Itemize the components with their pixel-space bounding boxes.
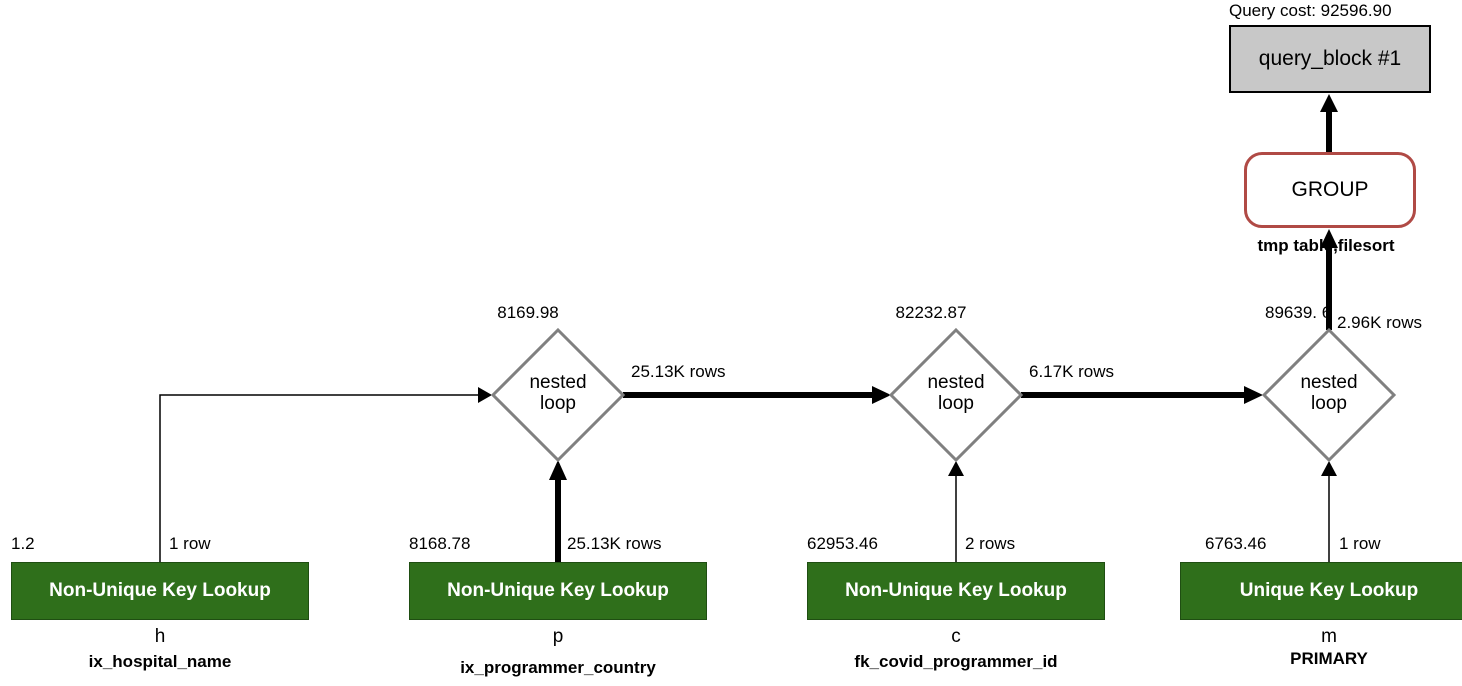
lookup-h-label: Non-Unique Key Lookup [49, 580, 271, 601]
lookup-h-table: h [154, 626, 166, 647]
lookup-c-rows: 2 rows [965, 534, 1016, 553]
edge-h-to-loop1 [159, 394, 478, 562]
nested-loop-diamond-1 [490, 327, 626, 463]
loop1-label-line1: nested [529, 372, 587, 393]
arrowhead-loop2-bottom [948, 461, 964, 476]
loop2-label-line2: loop [938, 393, 974, 414]
arrowhead-loop3-bottom [1321, 461, 1337, 476]
arrowhead-loop1-left [478, 387, 492, 403]
lookup-c-cost: 62953.46 [807, 534, 878, 553]
lookup-h-key: ix_hospital_name [88, 652, 232, 671]
nested-loop-2[interactable]: nested loop [901, 372, 1011, 414]
lookup-h-rows: 1 row [169, 534, 211, 553]
nested-loop-diamond-3 [1261, 327, 1397, 463]
query-block-label: query_block #1 [1258, 47, 1402, 70]
lookup-p-rows: 25.13K rows [567, 534, 662, 553]
nested-loop-1[interactable]: nested loop [503, 372, 613, 414]
query-block-node[interactable]: query_block #1 [1229, 25, 1431, 93]
loop3-cost: 89639. 6 [1265, 303, 1332, 322]
lookup-m-node[interactable]: Unique Key Lookup [1180, 562, 1462, 620]
lookup-p-table: p [552, 626, 564, 647]
nested-loop-3[interactable]: nested loop [1274, 372, 1384, 414]
lookup-h-node[interactable]: Non-Unique Key Lookup [11, 562, 309, 620]
lookup-m-table: m [1321, 626, 1337, 647]
arrowhead-loop1-bottom [549, 460, 567, 480]
lookup-m-key: PRIMARY [1290, 649, 1368, 668]
lookup-c-label: Non-Unique Key Lookup [845, 580, 1067, 601]
lookup-m-rows: 1 row [1339, 534, 1381, 553]
lookup-c-table: c [951, 626, 961, 647]
arrowhead-group-bottom [1320, 229, 1338, 248]
query-cost-label: Query cost: 92596.90 [1229, 1, 1392, 20]
loop1-cost: 8169.98 [497, 303, 559, 322]
arrowhead-loop3-left [1244, 386, 1263, 404]
loop2-output-rows: 6.17K rows [1029, 362, 1115, 381]
loop1-output-rows: 25.13K rows [631, 362, 726, 381]
loop3-output-rows: 2.96K rows [1337, 313, 1423, 332]
lookup-p-cost: 8168.78 [409, 534, 471, 553]
lookup-m-cost: 6763.46 [1205, 534, 1267, 553]
loop2-label-line1: nested [927, 372, 985, 393]
group-label: GROUP [1291, 178, 1369, 201]
lookup-h-cost: 1.2 [11, 534, 35, 553]
arrowhead-loop2-left [872, 386, 891, 404]
lookup-p-label: Non-Unique Key Lookup [447, 580, 669, 601]
nested-loop-diamond-2 [888, 327, 1024, 463]
lookup-p-node[interactable]: Non-Unique Key Lookup [409, 562, 707, 620]
group-detail: tmp table,filesort [1257, 236, 1395, 255]
lookup-c-key: fk_covid_programmer_id [854, 652, 1058, 671]
loop3-label-line1: nested [1300, 372, 1358, 393]
lookup-c-node[interactable]: Non-Unique Key Lookup [807, 562, 1105, 620]
lookup-m-label: Unique Key Lookup [1239, 580, 1419, 601]
lookup-p-key: ix_programmer_country [460, 658, 656, 677]
arrowhead-query-block-bottom [1320, 94, 1338, 112]
loop1-label-line2: loop [540, 393, 576, 414]
group-node[interactable]: GROUP [1244, 152, 1416, 228]
loop2-cost: 82232.87 [895, 303, 967, 322]
loop3-label-line2: loop [1311, 393, 1347, 414]
